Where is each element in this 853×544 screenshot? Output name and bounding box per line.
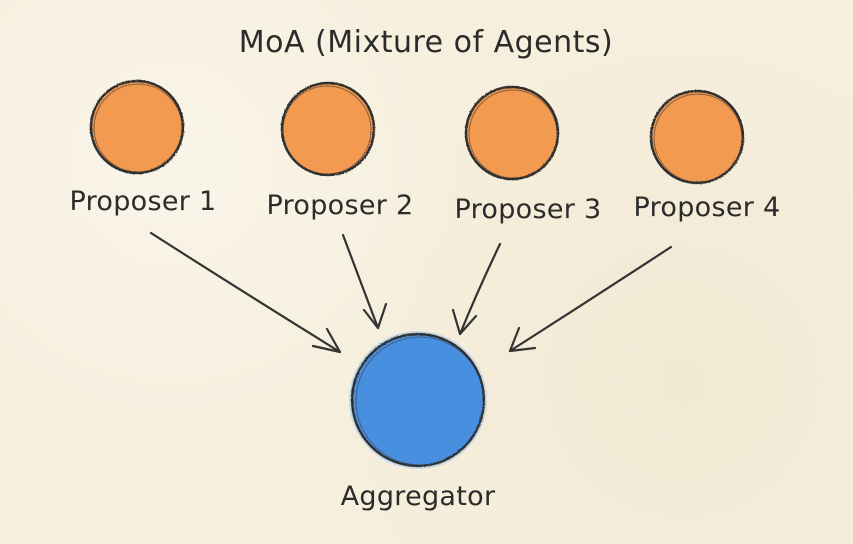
proposer-label-2: Proposer 2 — [266, 190, 413, 221]
proposer-node-1 — [89, 79, 185, 175]
proposer-node-3 — [464, 85, 560, 181]
proposer-node-4 — [649, 89, 745, 185]
aggregator-label: Aggregator — [341, 481, 496, 512]
proposer-label-3: Proposer 3 — [454, 194, 601, 225]
arrow-proposer-1-to-aggregator — [149, 231, 342, 354]
proposer-node-2 — [280, 81, 376, 177]
arrow-proposer-3-to-aggregator — [451, 242, 502, 336]
arrow-proposer-2-to-aggregator — [341, 233, 388, 330]
proposer-label-1: Proposer 1 — [69, 186, 216, 217]
diagram-title: MoA (Mixture of Agents) — [239, 25, 614, 60]
proposer-label-4: Proposer 4 — [633, 192, 780, 223]
aggregator-node — [349, 331, 487, 469]
arrow-proposer-4-to-aggregator — [508, 245, 673, 353]
